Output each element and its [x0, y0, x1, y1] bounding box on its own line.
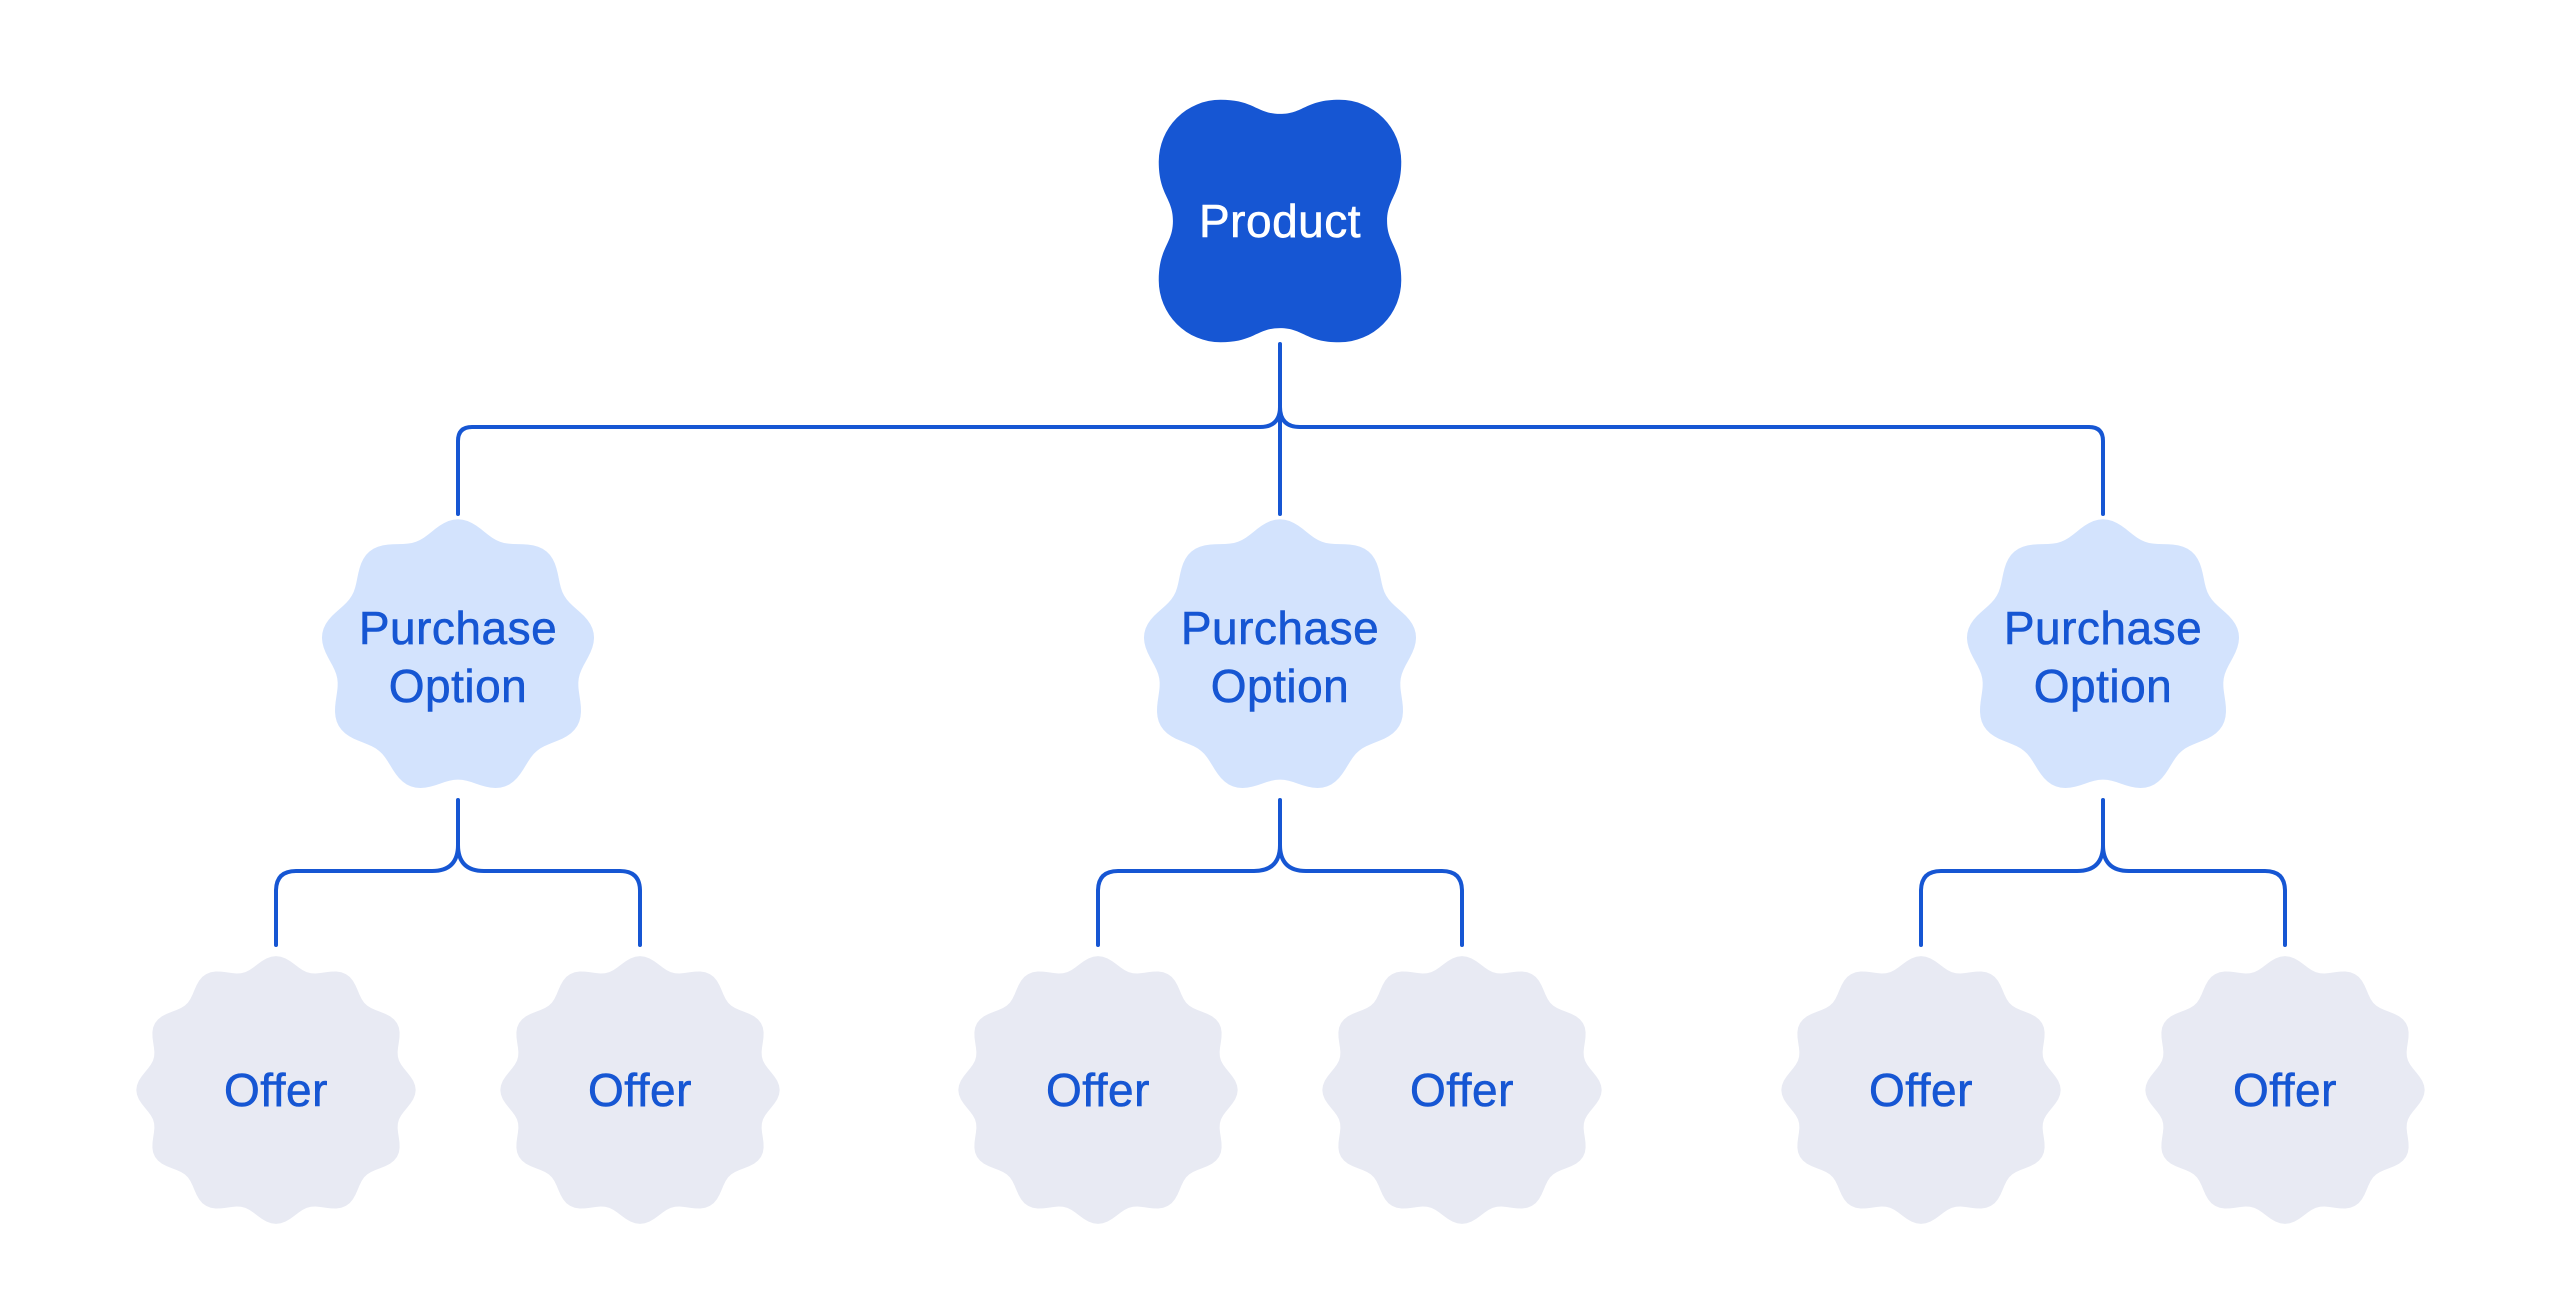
node-offer-6: Offer [2141, 952, 2429, 1228]
product-label: Product [1198, 195, 1362, 248]
node-offer-3: Offer [954, 952, 1242, 1228]
node-purchase-option-1: Purchase Option [316, 515, 600, 799]
purchase-option-blob-shape [1143, 519, 1417, 789]
offer-blob-shape [136, 956, 416, 1224]
node-offer-2: Offer [496, 952, 784, 1228]
purchase-option-label: Purchase Option [2003, 602, 2203, 713]
offer-blob-shape [1781, 956, 2061, 1224]
node-purchase-option-2: Purchase Option [1138, 515, 1422, 799]
purchase-option-label: Purchase Option [1180, 602, 1380, 713]
offer-label: Offer [224, 1064, 328, 1117]
offer-label: Offer [1869, 1064, 1973, 1117]
purchase-option-blob-shape [321, 519, 595, 789]
offer-label: Offer [1410, 1064, 1514, 1117]
node-product: Product [1151, 92, 1409, 350]
node-purchase-option-3: Purchase Option [1961, 515, 2245, 799]
node-offer-5: Offer [1777, 952, 2065, 1228]
node-offer-4: Offer [1318, 952, 1606, 1228]
offer-label: Offer [1046, 1064, 1150, 1117]
offer-blob-shape [1322, 956, 1602, 1224]
offer-blob-shape [2145, 956, 2425, 1224]
offer-label: Offer [2233, 1064, 2337, 1117]
purchase-option-blob-shape [1966, 519, 2240, 789]
purchase-option-label: Purchase Option [358, 602, 558, 713]
offer-blob-shape [958, 956, 1238, 1224]
node-offer-1: Offer [132, 952, 420, 1228]
offer-blob-shape [500, 956, 780, 1224]
offer-label: Offer [588, 1064, 692, 1117]
product-blob-shape [1158, 99, 1402, 343]
